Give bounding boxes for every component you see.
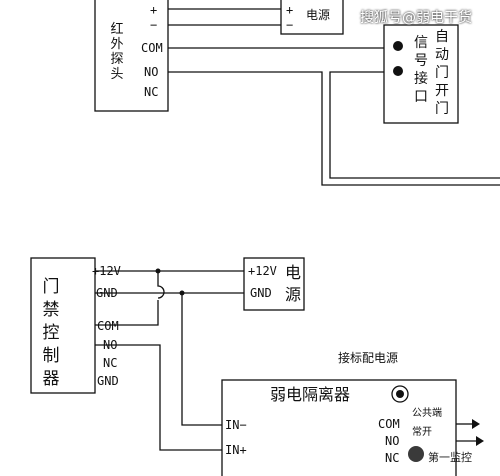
- ir-pin-nc: NC: [144, 85, 159, 99]
- ac-pin-gnd2: GND: [97, 374, 119, 388]
- signal-interface-label: 信号接口: [414, 35, 428, 105]
- auto-door-box: [383, 24, 459, 124]
- isolator-box: [221, 379, 457, 476]
- power-jack-inner: [396, 390, 404, 398]
- watermark-bottom: 第一监控: [428, 451, 472, 464]
- watermark-top: 搜狐号@弱电干货: [360, 10, 472, 26]
- ac-pin-nc: NC: [103, 356, 118, 370]
- access-controller-title: 门禁控制器: [42, 277, 60, 389]
- wire-gnd-in: [181, 293, 222, 426]
- ir-pin-no: NO: [144, 65, 159, 79]
- auto-door-dot-2: [393, 66, 403, 76]
- isolator-title: 弱电隔离器: [270, 385, 351, 404]
- isolator-in-plus: IN+: [225, 443, 247, 457]
- ir-probe-box: [94, 0, 169, 112]
- isolator-out-com: COM: [378, 417, 400, 431]
- psu-label: 电源: [284, 263, 301, 304]
- isolator-power-note: 接标配电源: [338, 351, 399, 365]
- power-jack-outer: [391, 385, 409, 403]
- arrow-out-no: [476, 436, 484, 446]
- top-power-box: [280, 0, 344, 35]
- psu-pin-12v: +12V: [248, 264, 277, 278]
- isolator-note-no: 常开: [412, 427, 432, 438]
- isolator-note-common: 公共端: [412, 408, 442, 419]
- auto-door-dot-1: [393, 41, 403, 51]
- isolator-out-no: NO: [385, 434, 400, 448]
- wire-com-jump: [95, 300, 159, 326]
- ac-pin-gnd: GND: [96, 286, 118, 300]
- top-power-pin-minus: −: [286, 18, 294, 32]
- top-power-label: 电源: [306, 8, 331, 22]
- ir-probe-title: 红外探头: [110, 22, 124, 82]
- arrow-out-com: [472, 419, 480, 429]
- ir-pin-plus: +: [150, 3, 158, 17]
- wire-no-in: [95, 344, 222, 451]
- wire-signal2: [329, 71, 500, 179]
- ac-pin-no: NO: [103, 338, 118, 352]
- auto-door-label: 自动门开门: [435, 29, 449, 117]
- psu-box: [243, 257, 305, 311]
- watermark-logo-icon: [408, 446, 424, 462]
- ac-pin-12v: +12V: [92, 264, 121, 278]
- access-controller-box: [30, 257, 96, 394]
- ac-pin-com: COM: [97, 319, 119, 333]
- wire-12v-drop: [157, 271, 165, 299]
- isolator-in-minus: IN−: [225, 418, 247, 432]
- wire-no-signal: [168, 71, 500, 186]
- dot-gnd-1: [179, 290, 185, 296]
- psu-pin-gnd: GND: [250, 286, 272, 300]
- top-power-pin-plus: +: [286, 3, 294, 17]
- isolator-out-nc: NC: [385, 451, 400, 465]
- ir-pin-com: COM: [141, 41, 163, 55]
- ir-pin-minus: −: [150, 18, 158, 32]
- dot-12v-1: [155, 268, 161, 274]
